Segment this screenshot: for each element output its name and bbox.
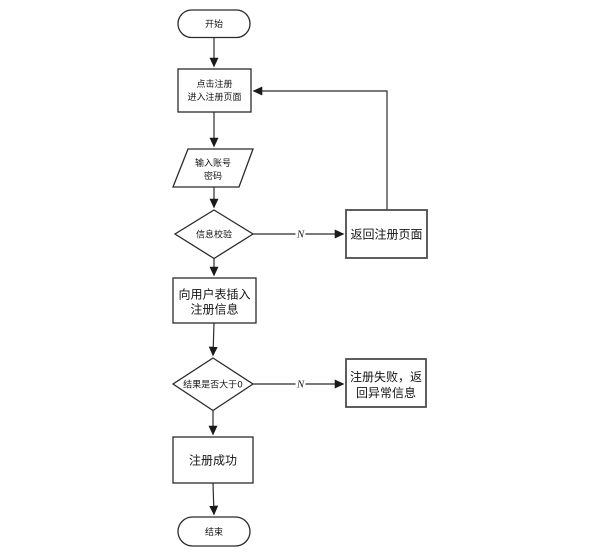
node-register-fail: 注册失败，返 回异常信息 — [345, 358, 427, 408]
insert-user-label-line1: 向用户表插入 — [178, 287, 250, 302]
edge-label-result-check-no: N — [295, 377, 306, 391]
click-register-shape — [177, 68, 252, 113]
end-label: 结束 — [205, 526, 223, 538]
check-info-no-label: N — [296, 229, 305, 241]
insert-user-label-line2: 注册信息 — [190, 302, 238, 317]
input-account-label-line2: 密码 — [204, 170, 222, 182]
return-register-label: 返回注册页面 — [350, 227, 422, 242]
arrow-success-to-end — [209, 482, 219, 516]
node-check-info: 信息校验 — [173, 209, 255, 260]
insert-user-shape — [172, 277, 257, 324]
start-label: 开始 — [205, 18, 223, 30]
result-check-shape — [171, 357, 255, 412]
end-terminator-shape — [177, 516, 251, 547]
input-account-label-line1: 输入账号 — [195, 157, 231, 169]
register-fail-label-line2: 回异常信息 — [356, 385, 416, 400]
input-account-shape — [172, 148, 254, 188]
register-success-label: 注册成功 — [189, 453, 237, 468]
result-check-label: 结果是否大于0 — [183, 379, 243, 391]
start-terminator-shape — [177, 9, 251, 39]
node-click-register: 点击注册 进入注册页面 — [177, 68, 252, 113]
node-insert-user: 向用户表插入 注册信息 — [172, 277, 257, 324]
result-check-no-label-bg — [295, 377, 306, 390]
node-input-account: 输入账号 密码 — [172, 148, 254, 188]
node-end: 结束 — [177, 516, 251, 547]
click-register-label-line1: 点击注册 — [196, 78, 232, 90]
node-return-register: 返回注册页面 — [345, 209, 428, 259]
check-info-shape — [173, 209, 255, 260]
check-info-label: 信息校验 — [196, 229, 232, 241]
register-fail-label-line1: 注册失败，返 — [350, 369, 422, 384]
return-register-shape — [345, 209, 428, 259]
node-start: 开始 — [177, 9, 251, 39]
result-check-no-label: N — [296, 379, 305, 391]
arrow-return-register-loop — [252, 86, 388, 210]
check-info-no-label-bg — [295, 227, 306, 240]
arrow-insert-user-to-result-check — [208, 322, 218, 357]
node-result-check: 结果是否大于0 — [171, 357, 255, 412]
node-register-success: 注册成功 — [172, 436, 254, 484]
edge-label-check-info-no: N — [295, 227, 306, 241]
register-fail-shape — [345, 358, 427, 408]
click-register-label-line2: 进入注册页面 — [187, 91, 241, 103]
register-success-shape — [172, 436, 254, 484]
